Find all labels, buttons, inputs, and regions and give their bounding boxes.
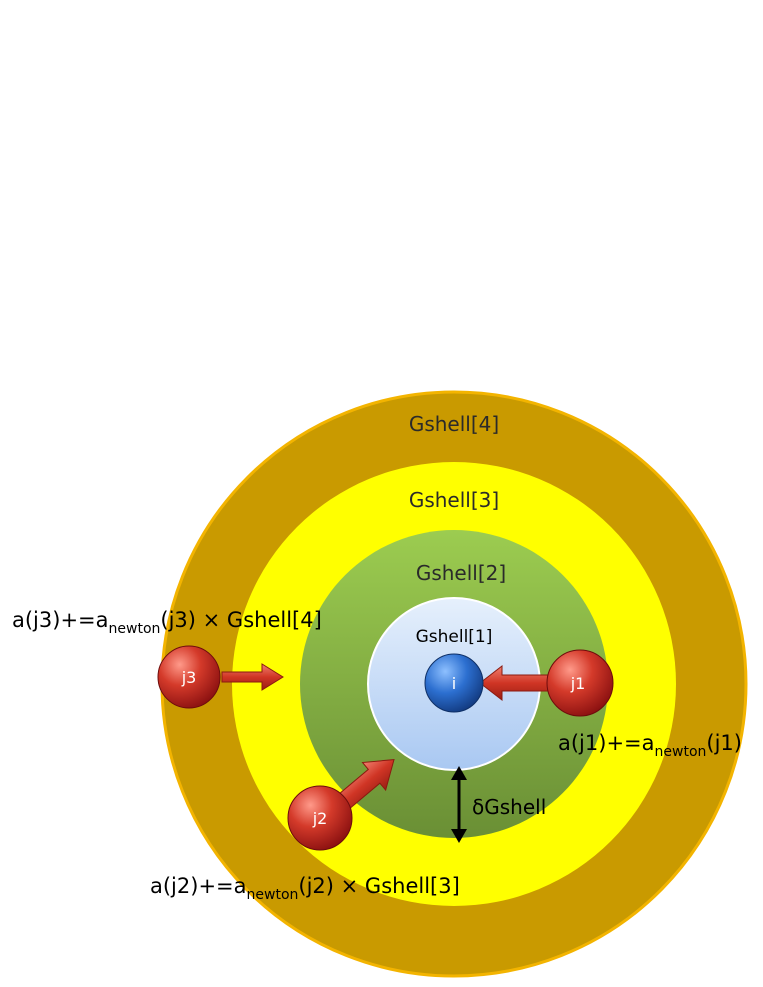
particle-i-label: i (452, 674, 456, 693)
arrow-j1-to-i (479, 664, 553, 702)
particle-j2: j2 (287, 785, 353, 851)
particle-j1-label: j1 (570, 674, 586, 693)
delta-gshell-arrow (451, 766, 467, 843)
particle-j1: j1 (546, 649, 614, 717)
equation-j3-post: (j3) × Gshell[4] (160, 608, 321, 632)
equation-j3: a(j3)+=anewton(j3) × Gshell[4] (12, 608, 322, 637)
particle-j3-label: j3 (181, 668, 197, 687)
shell-3-label: Gshell[3] (409, 488, 499, 512)
shell-4-label: Gshell[4] (409, 412, 499, 436)
equation-j1-post: (j1) (706, 731, 742, 755)
equation-j2-sub: newton (247, 887, 299, 903)
equation-j1: a(j1)+=anewton(j1) (558, 731, 742, 760)
arrow-j3-outward (221, 663, 284, 691)
shell-1-label: Gshell[1] (416, 627, 493, 647)
delta-gshell-label: δGshell (472, 795, 546, 819)
equation-j1-sub: newton (655, 744, 707, 760)
equation-j2: a(j2)+=anewton(j2) × Gshell[3] (150, 874, 460, 903)
equation-j3-pre: a(j3)+=a (12, 608, 109, 632)
equation-j2-post: (j2) × Gshell[3] (298, 874, 459, 898)
equation-j2-pre: a(j2)+=a (150, 874, 247, 898)
shell-2-label: Gshell[2] (416, 561, 506, 585)
particle-j2-label: j2 (312, 809, 328, 828)
particle-i: i (424, 653, 484, 713)
equation-j1-pre: a(j1)+=a (558, 731, 655, 755)
particle-j3: j3 (157, 645, 221, 709)
equation-j3-sub: newton (109, 621, 161, 637)
